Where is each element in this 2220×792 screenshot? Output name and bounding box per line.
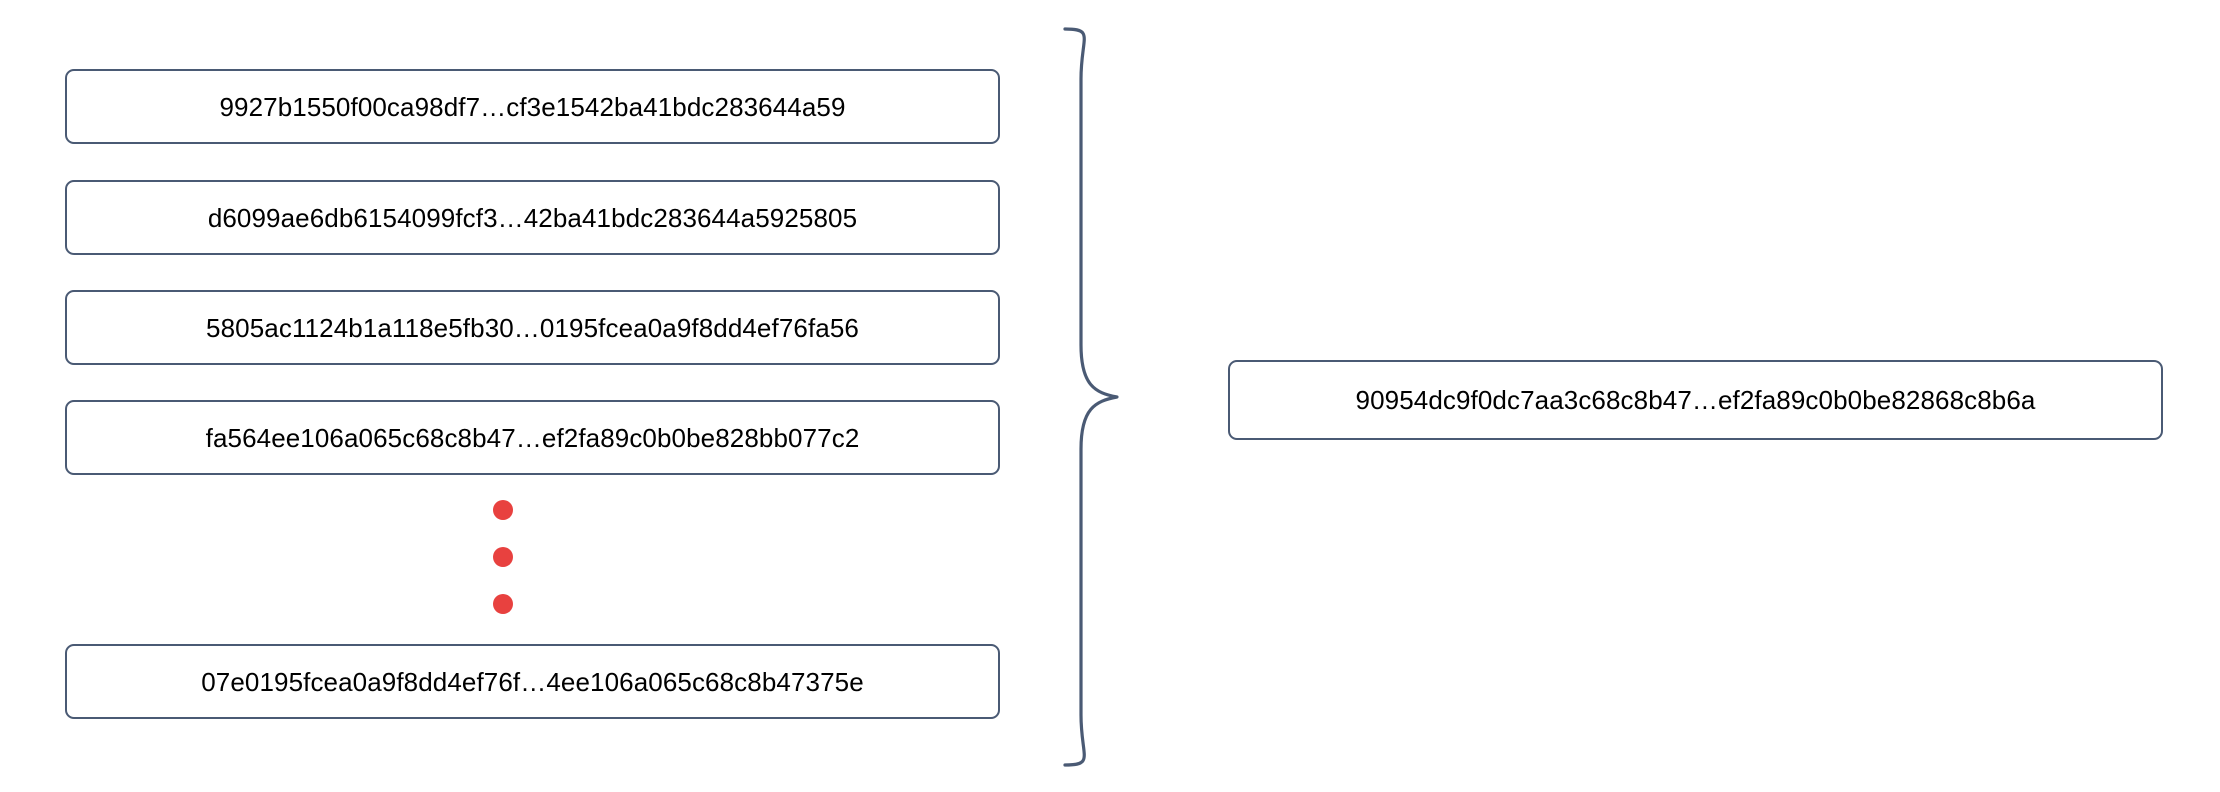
vertical-ellipsis-icon <box>493 500 517 620</box>
curly-brace-icon <box>1055 27 1140 767</box>
input-hash-box-1[interactable]: 9927b1550f00ca98df7…cf3e1542ba41bdc28364… <box>65 69 1000 144</box>
input-hash-text-5: 07e0195fcea0a9f8dd4ef76f…4ee106a065c68c8… <box>201 666 864 697</box>
input-hash-text-1: 9927b1550f00ca98df7…cf3e1542ba41bdc28364… <box>219 91 846 122</box>
ellipsis-dot-2 <box>493 547 513 567</box>
input-hash-box-2[interactable]: d6099ae6db6154099fcf3…42ba41bdc283644a59… <box>65 180 1000 255</box>
output-hash-box[interactable]: 90954dc9f0dc7aa3c68c8b47…ef2fa89c0b0be82… <box>1228 360 2163 440</box>
input-hash-box-5[interactable]: 07e0195fcea0a9f8dd4ef76f…4ee106a065c68c8… <box>65 644 1000 719</box>
input-hash-box-3[interactable]: 5805ac1124b1a118e5fb30…0195fcea0a9f8dd4e… <box>65 290 1000 365</box>
input-hash-text-3: 5805ac1124b1a118e5fb30…0195fcea0a9f8dd4e… <box>206 312 859 343</box>
output-hash-text: 90954dc9f0dc7aa3c68c8b47…ef2fa89c0b0be82… <box>1355 385 2036 415</box>
curly-brace-svg <box>1063 27 1119 767</box>
ellipsis-dot-1 <box>493 500 513 520</box>
input-hash-text-4: fa564ee106a065c68c8b47…ef2fa89c0b0be828b… <box>205 422 860 453</box>
ellipsis-dot-3 <box>493 594 513 614</box>
input-hash-box-4[interactable]: fa564ee106a065c68c8b47…ef2fa89c0b0be828b… <box>65 400 1000 475</box>
curly-brace-path <box>1063 27 1119 767</box>
input-hash-text-2: d6099ae6db6154099fcf3…42ba41bdc283644a59… <box>207 202 858 233</box>
